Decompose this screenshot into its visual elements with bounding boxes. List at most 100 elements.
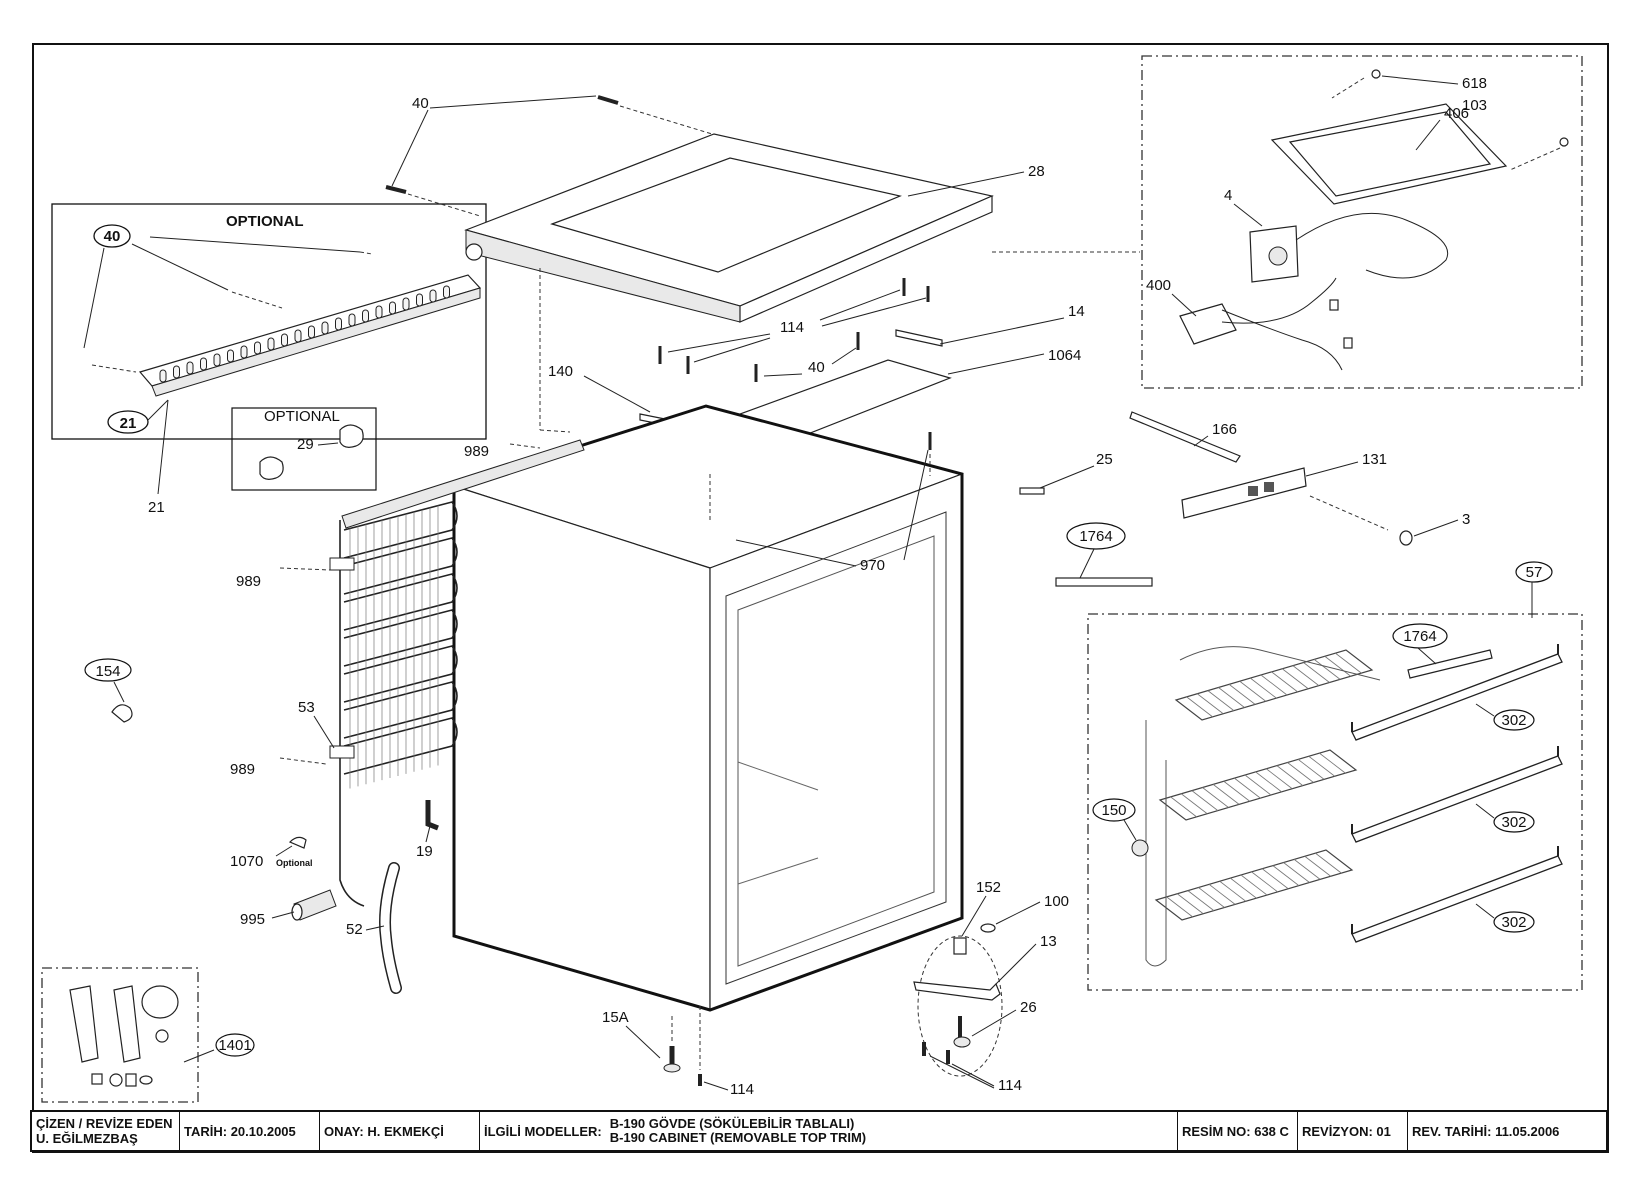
label-995: 995 xyxy=(240,911,265,928)
part-995 xyxy=(291,889,337,921)
label-114-a: 114 xyxy=(780,319,804,336)
drawing-frame xyxy=(32,43,1609,1153)
part-19 xyxy=(425,800,439,831)
screw-103 xyxy=(1559,137,1569,147)
label-150: 150 xyxy=(1101,802,1126,819)
label-1764-a: 1764 xyxy=(1079,528,1112,545)
label-15a: 15A xyxy=(602,1009,629,1026)
label-114-c: 114 xyxy=(998,1077,1022,1094)
callout-302-a xyxy=(1493,709,1535,731)
part-131 xyxy=(1181,467,1307,519)
callout-57 xyxy=(1515,561,1553,583)
kit-1401-hinge-a xyxy=(69,985,99,1063)
kit-1401-cap xyxy=(141,985,179,1019)
label-140: 140 xyxy=(548,363,573,380)
callout-154 xyxy=(84,658,132,682)
tb-model-line2: B-190 CABINET (REMOVABLE TOP TRIM) xyxy=(609,1130,867,1145)
screw-618 xyxy=(1371,69,1381,79)
label-1064: 1064 xyxy=(1048,347,1081,364)
part-3 xyxy=(1399,530,1413,546)
label-4: 4 xyxy=(1224,187,1232,204)
tb-approval: ONAY: H. EKMEKÇİ xyxy=(320,1112,480,1150)
shelves-box xyxy=(1087,613,1583,991)
tb-drawn-by: ÇİZEN / REVİZE EDEN U. EĞİLMEZBAŞ xyxy=(32,1112,180,1150)
screw-40-b xyxy=(385,185,407,194)
label-25: 25 xyxy=(1096,451,1113,468)
label-26: 26 xyxy=(1020,999,1037,1016)
optional-small-title: OPTIONAL xyxy=(264,408,340,425)
label-152: 152 xyxy=(976,879,1001,896)
label-302-a: 302 xyxy=(1501,712,1526,729)
label-52: 52 xyxy=(346,921,363,938)
label-989-a: 989 xyxy=(464,443,489,460)
label-21-opt: 21 xyxy=(120,415,137,432)
tb-models-label: İLGİLİ MODELLER: xyxy=(484,1123,602,1139)
part-1764-b xyxy=(1407,649,1493,679)
part-1764-a xyxy=(1055,577,1153,587)
part-4-thermostat xyxy=(1249,212,1448,283)
label-114-b: 114 xyxy=(730,1081,754,1098)
cabinet-part xyxy=(452,404,964,1012)
title-block: ÇİZEN / REVİZE EDEN U. EĞİLMEZBAŞ TARİH:… xyxy=(30,1110,1608,1152)
label-3: 3 xyxy=(1462,511,1470,528)
tb-models: İLGİLİ MODELLER: B-190 GÖVDE (SÖKÜLEBİLİ… xyxy=(480,1112,1178,1150)
label-989-c: 989 xyxy=(230,761,255,778)
label-302-b: 302 xyxy=(1501,814,1526,831)
callout-150 xyxy=(1092,798,1136,822)
clip-29-a xyxy=(339,424,364,448)
label-53: 53 xyxy=(298,699,315,716)
label-13: 13 xyxy=(1040,933,1057,950)
callout-1764-a xyxy=(1066,522,1126,550)
label-406: 406 xyxy=(1444,105,1469,122)
shelf-rails xyxy=(1351,644,1563,943)
condenser-part xyxy=(329,439,585,907)
tb-date: TARİH: 20.10.2005 xyxy=(180,1112,320,1150)
optional-note: Optional xyxy=(276,858,313,868)
callout-1764-b xyxy=(1392,623,1448,649)
part-13 xyxy=(913,981,1001,1001)
callout-40-opt xyxy=(93,224,131,248)
grille-part xyxy=(138,274,482,397)
tb-revision: REVİZYON: 01 xyxy=(1298,1112,1408,1150)
label-154: 154 xyxy=(95,663,120,680)
label-1764-b: 1764 xyxy=(1403,628,1436,645)
part-166 xyxy=(1129,411,1241,463)
tb-model-line1: B-190 GÖVDE (SÖKÜLEBİLİR TABLALI) xyxy=(609,1116,855,1131)
label-103: 103 xyxy=(1462,97,1487,114)
label-29: 29 xyxy=(297,436,314,453)
part-100 xyxy=(980,923,996,933)
hinge-detail-outline xyxy=(917,935,1003,1077)
label-400: 400 xyxy=(1146,277,1171,294)
callout-302-b xyxy=(1493,811,1535,833)
part-154 xyxy=(111,704,133,723)
part-1070 xyxy=(288,836,307,849)
thermostat-box xyxy=(1141,55,1583,389)
label-1070: 1070 xyxy=(230,853,263,870)
label-166: 166 xyxy=(1212,421,1237,438)
label-14: 14 xyxy=(1068,303,1085,320)
tb-revision-date: REV. TARİHİ: 11.05.2006 xyxy=(1412,1123,1560,1139)
kit-1401-box xyxy=(41,967,199,1103)
label-1401: 1401 xyxy=(218,1037,251,1054)
part-150 xyxy=(1131,839,1149,857)
label-302-c: 302 xyxy=(1501,914,1526,931)
label-618: 618 xyxy=(1462,75,1487,92)
part-25 xyxy=(1019,487,1045,495)
part-26 xyxy=(953,1016,971,1048)
label-989-b: 989 xyxy=(236,573,261,590)
label-40-mid: 40 xyxy=(808,359,825,376)
screw-40-a xyxy=(597,95,619,105)
foot-15a xyxy=(663,1046,681,1073)
optional-small-box xyxy=(231,407,377,491)
clip-29-b xyxy=(259,456,284,480)
label-57: 57 xyxy=(1526,564,1543,581)
bracket-14 xyxy=(895,329,943,347)
kit-1401-hinge-b xyxy=(113,985,141,1063)
label-40-top: 40 xyxy=(412,95,429,112)
label-131: 131 xyxy=(1362,451,1387,468)
part-152 xyxy=(953,937,967,955)
tb-drawing-no: RESİM NO: 638 C xyxy=(1178,1112,1298,1150)
part-400-lamp xyxy=(1179,277,1353,371)
label-40-opt: 40 xyxy=(104,228,121,245)
